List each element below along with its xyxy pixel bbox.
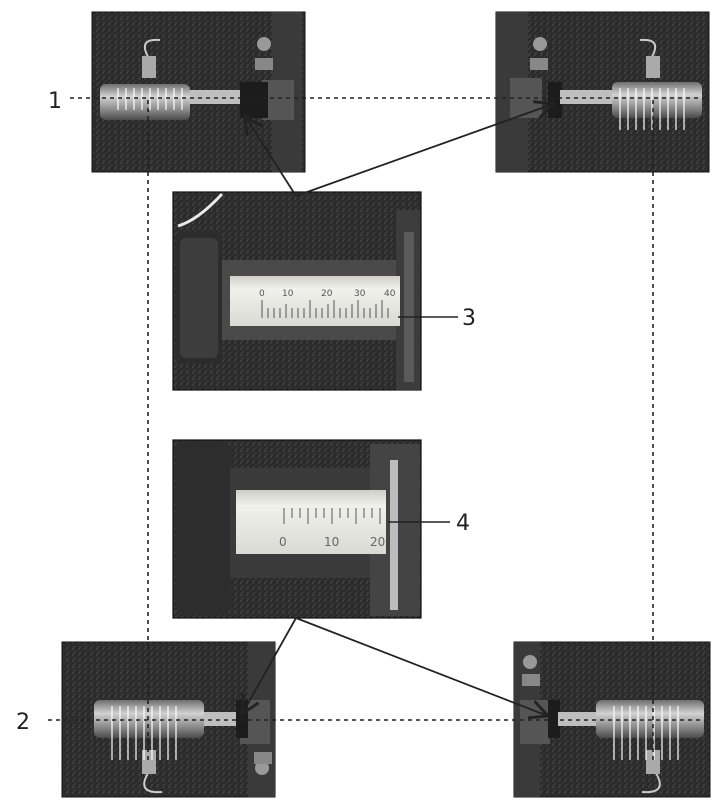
closeup-scale-bottom [173,440,421,618]
callout-2: 2 [16,710,30,735]
scale-bottom-label-10: 10 [324,535,339,549]
scale-top-label-40: 40 [384,289,396,299]
scale-top-label-20: 20 [321,289,333,299]
scale-top-label-0: 0 [259,289,265,299]
callout-3: 3 [462,306,476,331]
scale-bottom-label-0: 0 [279,535,287,549]
scale-top-label-30: 30 [354,289,366,299]
scale-top-label-10: 10 [282,289,294,299]
arrow-to-bottom-right [296,618,548,716]
scale-bottom-label-20: 20 [370,535,385,549]
callout-1: 1 [48,89,62,114]
photo-top-left [92,12,305,172]
callout-4: 4 [456,511,470,536]
photo-top-right [496,12,709,172]
